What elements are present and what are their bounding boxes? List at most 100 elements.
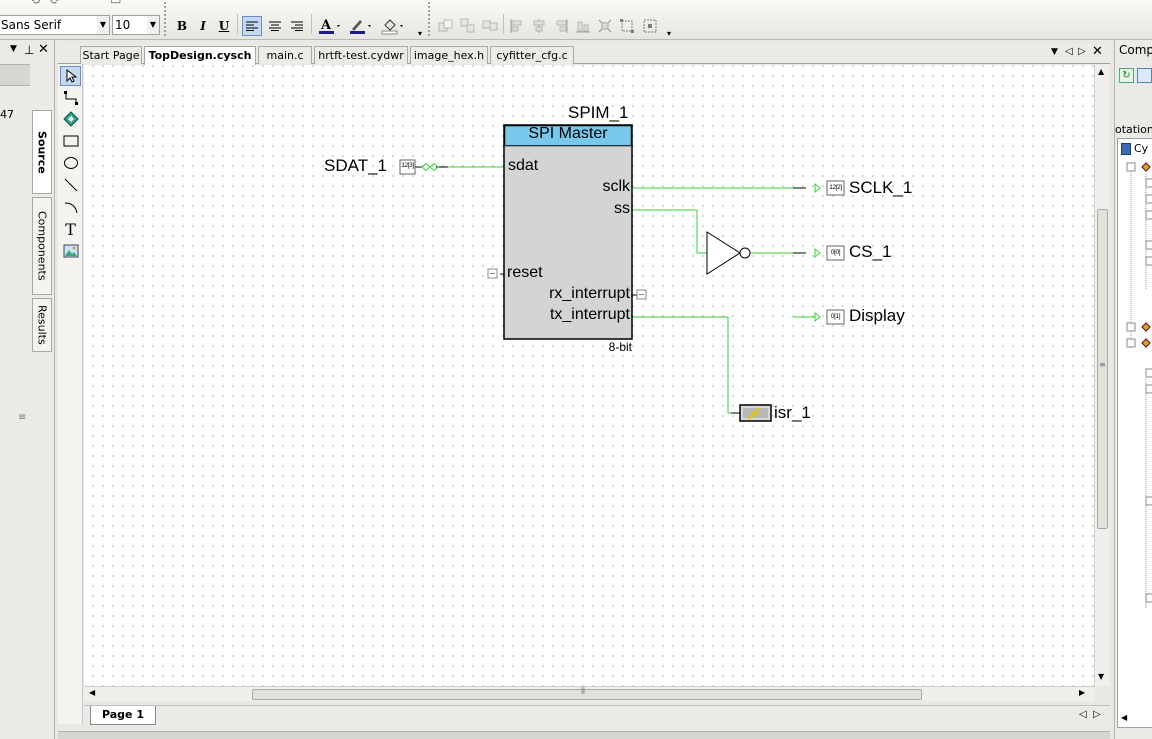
horizontal-scrollbar[interactable]: ◀ ⦀ ▶ <box>84 686 1095 701</box>
align-left-objects-button[interactable] <box>507 16 527 36</box>
vertical-scrollbar[interactable]: ▲ ≡ ▼ <box>1094 65 1109 686</box>
group-icon <box>460 18 475 33</box>
wire-tool[interactable] <box>60 88 81 108</box>
port-display[interactable] <box>814 309 845 325</box>
scroll-up-icon[interactable]: ▲ <box>1098 67 1105 76</box>
right-scroll-left-icon[interactable]: ◀ <box>1121 713 1128 722</box>
port-sdat[interactable] <box>399 159 439 175</box>
font-size-select[interactable]: 10 ▼ <box>112 15 160 35</box>
align-left-button[interactable] <box>242 16 262 36</box>
ellipse-tool[interactable] <box>60 153 81 173</box>
save-icon[interactable]: ▭ <box>110 0 122 7</box>
port-cs-tag: 0[0] <box>830 249 841 256</box>
align-right-button[interactable] <box>287 16 307 36</box>
line-tool[interactable] <box>60 175 81 195</box>
wire-tx-interrupt[interactable] <box>632 316 740 414</box>
line-icon <box>64 178 77 192</box>
text-tool[interactable]: T <box>65 219 76 239</box>
tab-scroll-left-icon[interactable]: ◁ <box>1065 46 1073 57</box>
align-center-objects-button[interactable] <box>529 16 549 36</box>
tab-list-dropdown-icon[interactable]: ▼ <box>1051 47 1058 57</box>
port-cs[interactable] <box>814 245 845 261</box>
bold-button[interactable]: B <box>176 19 188 33</box>
port-sclk[interactable] <box>814 180 845 196</box>
distribute-button[interactable] <box>595 16 615 36</box>
line-color-button[interactable] <box>346 15 376 37</box>
tab-cyfitter-cfg[interactable]: cyfitter_cfg.c <box>490 46 574 64</box>
fit-objects-button[interactable] <box>640 16 660 36</box>
panel-strip <box>0 64 30 86</box>
overflow-chevron[interactable]: ▾ <box>417 28 422 38</box>
group-button[interactable] <box>458 16 478 36</box>
ungroup-button[interactable] <box>480 16 500 36</box>
tab-scroll-right-icon[interactable]: ▷ <box>1078 46 1086 57</box>
scroll-right-icon[interactable]: ▶ <box>1079 688 1086 697</box>
spim-instance-name: SPIM_1 <box>568 103 629 122</box>
spim-component[interactable] <box>503 124 633 340</box>
tab-components[interactable]: Components <box>32 197 52 295</box>
wire-ss[interactable] <box>632 209 707 254</box>
font-size-value: 10 <box>115 18 131 32</box>
panel-header: ▼ ⊥ ✕ <box>0 42 55 60</box>
underline-button[interactable]: U <box>218 19 230 33</box>
scroll-left-icon[interactable]: ◀ <box>89 688 96 697</box>
close-icon[interactable]: ✕ <box>38 42 49 57</box>
vertical-scroll-thumb[interactable]: ≡ <box>1097 209 1108 529</box>
tab-source-label: Source <box>35 130 49 174</box>
toolbar-grip[interactable] <box>164 2 172 36</box>
output-arrow-icon <box>814 311 821 323</box>
pen-icon <box>350 20 371 34</box>
page-scroll-left-icon[interactable]: ◁ <box>1079 709 1087 720</box>
arc-tool[interactable] <box>60 197 81 217</box>
refresh-button[interactable]: ↻ <box>1119 68 1134 83</box>
rectangle-tool[interactable] <box>60 131 81 151</box>
panel-splitter-grip[interactable]: ≡ <box>18 412 27 423</box>
resize-objects-button[interactable] <box>617 16 637 36</box>
overflow-chevron[interactable]: ▾ <box>666 28 671 38</box>
component-tool[interactable] <box>60 109 81 129</box>
select-tool[interactable] <box>60 66 81 86</box>
horizontal-scroll-thumb[interactable]: ⦀ <box>252 687 922 700</box>
tab-page-1[interactable]: Page 1 <box>90 706 156 725</box>
view-button[interactable] <box>1137 68 1152 83</box>
number-fragment: 47 <box>0 108 14 121</box>
close-document-icon[interactable]: ✕ <box>1092 44 1103 59</box>
page-tab-bar: Page 1 ◁ ▷ <box>84 705 1110 727</box>
tab-start-page[interactable]: Start Page <box>80 46 142 64</box>
font-color-button[interactable]: A <box>315 15 345 37</box>
italic-button[interactable]: I <box>200 19 206 33</box>
align-objects-left-icon <box>510 19 522 33</box>
spim-footer: 8-bit <box>608 340 632 354</box>
inverter-gate[interactable] <box>706 231 751 275</box>
tab-image-hex[interactable]: image_hex.h <box>410 46 488 64</box>
isr-component[interactable] <box>739 404 772 422</box>
page-scroll-right-icon[interactable]: ▷ <box>1093 709 1101 720</box>
redo-icon[interactable]: ⟳ <box>50 0 61 7</box>
scroll-down-icon[interactable]: ▼ <box>1098 672 1105 681</box>
toolbar: ⟲ ⟳ ▭ Sans Serif ▼ 10 ▼ B I U A <box>0 0 1152 40</box>
toolbar-grip[interactable] <box>428 2 436 36</box>
tab-topdesign[interactable]: TopDesign.cysch <box>144 46 256 65</box>
right-panel-sub-header: otation <box>1115 123 1152 136</box>
tree-root[interactable]: Cy <box>1121 142 1148 155</box>
font-family-select[interactable]: Sans Serif ▼ <box>0 15 110 35</box>
schematic-canvas[interactable]: SPIM_1 SPI Master sdat sclk ss reset rx_… <box>84 65 1095 686</box>
tab-source[interactable]: Source <box>32 110 52 194</box>
layers-icon <box>438 19 453 32</box>
tab-main-c[interactable]: main.c <box>258 46 312 64</box>
bring-front-button[interactable] <box>436 16 456 36</box>
undo-icon[interactable]: ⟲ <box>30 0 41 7</box>
pin-reset-label: reset <box>507 264 543 281</box>
left-dock-panel: ▼ ⊥ ✕ 47 ≡ Source Components Results <box>0 40 55 739</box>
tree-view[interactable]: Cy <box>1117 138 1152 728</box>
tab-hrtft-test[interactable]: hrtft-test.cydwr <box>314 46 408 64</box>
align-center-button[interactable] <box>265 16 285 36</box>
spim-body[interactable] <box>503 124 633 340</box>
dropdown-arrow-icon[interactable]: ▼ <box>10 44 17 54</box>
fill-color-button[interactable] <box>378 15 408 37</box>
image-tool[interactable] <box>60 241 81 261</box>
align-right-objects-button[interactable] <box>551 16 571 36</box>
pin-icon[interactable]: ⊥ <box>24 43 35 57</box>
align-top-objects-button[interactable] <box>573 16 593 36</box>
tab-results[interactable]: Results <box>32 298 52 352</box>
